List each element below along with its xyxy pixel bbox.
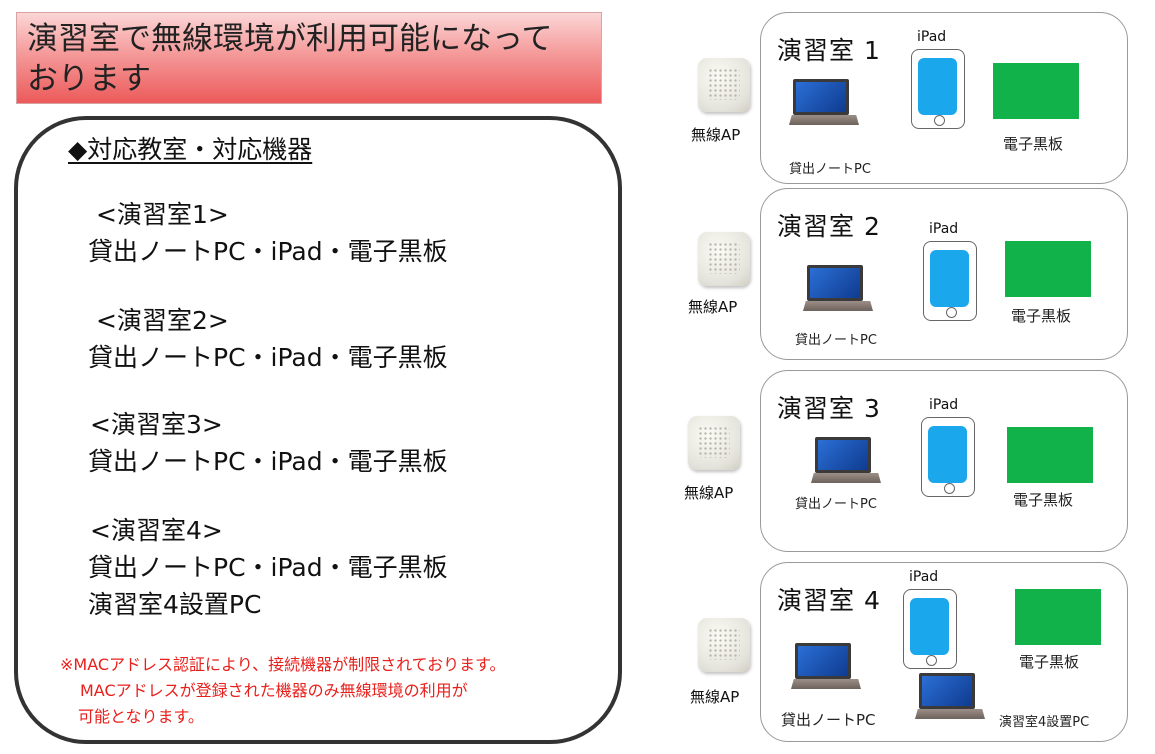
installed-pc-label: 演習室4設置PC <box>999 715 1090 730</box>
room-name: <演習室1> <box>96 200 229 229</box>
room-name: <演習室3> <box>90 410 223 439</box>
laptop-icon <box>789 79 859 133</box>
card-title: 演習室 2 <box>777 212 881 241</box>
laptop-label: 貸出ノートPC <box>789 162 871 177</box>
room-card-4: 演習室 4 貸出ノートPC iPad 演習室4設置PC 電子黒板 <box>760 562 1128 742</box>
whiteboard-label: 電子黒板 <box>1011 307 1072 325</box>
room-devices: 貸出ノートPC・iPad・電子黒板 <box>88 447 448 476</box>
whiteboard-icon <box>1015 589 1101 645</box>
note-line-1: ※MACアドレス認証により、接続機器が制限されております。 <box>60 655 506 674</box>
ipad-label: iPad <box>909 569 939 585</box>
card-title: 演習室 4 <box>777 586 881 615</box>
wireless-ap-icon <box>698 618 750 672</box>
note-line-3: 可能となります。 <box>78 707 204 726</box>
title-line-1: 演習室で無線環境が利用可能になって <box>27 21 553 57</box>
ipad-label: iPad <box>929 397 959 413</box>
whiteboard-icon <box>1007 427 1093 483</box>
title-banner: 演習室で無線環境が利用可能になって おります <box>16 12 602 104</box>
ipad-icon <box>903 589 957 669</box>
rooms-panel: ◆対応教室・対応機器 <演習室1> 貸出ノートPC・iPad・電子黒板 <演習室… <box>14 116 622 744</box>
ipad-label: iPad <box>917 29 947 45</box>
wireless-ap-icon <box>698 232 750 286</box>
room-block-3: <演習室3> 貸出ノートPC・iPad・電子黒板 <box>88 406 448 480</box>
laptop-icon <box>803 265 873 319</box>
whiteboard-label: 電子黒板 <box>1019 653 1080 671</box>
laptop-label: 貸出ノートPC <box>795 333 877 348</box>
note-line-2: MACアドレスが登録された機器のみ無線環境の利用が <box>80 681 468 700</box>
mac-auth-note: ※MACアドレス認証により、接続機器が制限されております。 MACアドレスが登録… <box>60 652 620 730</box>
ap-label: 無線AP <box>690 688 740 706</box>
whiteboard-icon <box>1005 241 1091 297</box>
room-block-2: <演習室2> 貸出ノートPC・iPad・電子黒板 <box>88 302 448 376</box>
room-card-3: 演習室 3 貸出ノートPC iPad 電子黒板 <box>760 370 1128 552</box>
installed-pc-icon <box>915 673 985 727</box>
laptop-label: 貸出ノートPC <box>781 711 876 729</box>
whiteboard-icon <box>993 63 1079 119</box>
ipad-icon <box>921 417 975 497</box>
ap-label: 無線AP <box>688 298 738 316</box>
room-card-2: 演習室 2 貸出ノートPC iPad 電子黒板 <box>760 188 1128 360</box>
title-line-2: おります <box>27 61 151 97</box>
room-devices: 貸出ノートPC・iPad・電子黒板 <box>88 343 448 372</box>
room-block-1: <演習室1> 貸出ノートPC・iPad・電子黒板 <box>88 196 448 270</box>
room-extra-device: 演習室4設置PC <box>88 590 262 619</box>
wireless-ap-icon <box>688 416 740 470</box>
room-name: <演習室4> <box>90 516 223 545</box>
room-devices: 貸出ノートPC・iPad・電子黒板 <box>88 237 448 266</box>
laptop-icon <box>791 643 861 697</box>
ap-label: 無線AP <box>691 126 741 144</box>
room-devices: 貸出ノートPC・iPad・電子黒板 <box>88 553 448 582</box>
card-title: 演習室 3 <box>777 394 881 423</box>
laptop-icon <box>811 437 881 491</box>
whiteboard-label: 電子黒板 <box>1013 491 1074 509</box>
whiteboard-label: 電子黒板 <box>1003 135 1064 153</box>
room-block-4: <演習室4> 貸出ノートPC・iPad・電子黒板 演習室4設置PC <box>88 512 448 623</box>
room-name: <演習室2> <box>96 306 229 335</box>
ap-label: 無線AP <box>684 484 734 502</box>
panel-heading: ◆対応教室・対応機器 <box>68 135 313 164</box>
card-title: 演習室 1 <box>777 36 881 65</box>
ipad-icon <box>911 49 965 129</box>
wireless-ap-icon <box>698 58 750 112</box>
laptop-label: 貸出ノートPC <box>795 497 877 512</box>
room-card-1: 演習室 1 貸出ノートPC iPad 電子黒板 <box>760 12 1128 184</box>
ipad-label: iPad <box>929 221 959 237</box>
ipad-icon <box>923 241 977 321</box>
